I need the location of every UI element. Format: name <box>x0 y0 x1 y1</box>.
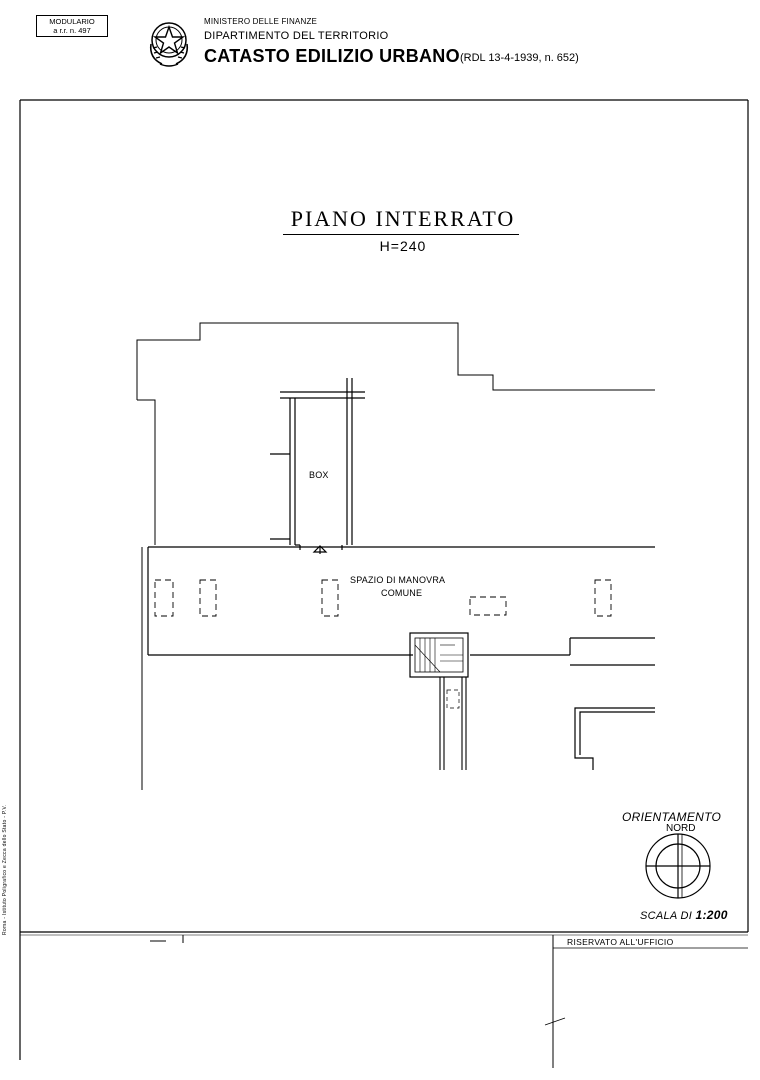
corridor <box>439 677 467 770</box>
box-label: BOX <box>309 470 329 480</box>
department-name: DIPARTIMENTO DEL TERRITORIO <box>204 30 389 42</box>
ministry-name: MINISTERO DELLE FINANZE <box>204 17 318 26</box>
lower-right-wall <box>574 707 655 770</box>
box-unit <box>270 378 365 554</box>
plan-height: H=240 <box>379 238 427 254</box>
manoeuvre-area <box>147 546 655 666</box>
scale-label: SCALA DI 1:200 <box>640 908 728 922</box>
printer-side-note: Roma - Istituto Poligrafico e Zecca dell… <box>2 804 8 935</box>
manoeuvre-space-label: SPAZIO DI MANOVRA <box>350 575 446 585</box>
common-label: COMUNE <box>381 588 423 598</box>
reserved-office-label: RISERVATO ALL'UFFICIO <box>567 937 674 947</box>
rdl-reference: (RDL 13-4-1939, n. 652) <box>460 52 579 64</box>
orientation-north: NORD <box>666 823 696 834</box>
parking-spaces <box>154 579 612 617</box>
orientation-title: ORIENTAMENTO <box>622 810 722 824</box>
title-underline <box>283 234 519 235</box>
scale-prefix: SCALA DI <box>640 910 693 922</box>
scale-value: 1:200 <box>695 908 728 922</box>
building-outline <box>136 322 655 790</box>
plan-title: PIANO INTERRATO <box>290 206 516 231</box>
north-compass-icon <box>645 833 711 899</box>
modulario-number: a r.r. n. 497 <box>53 26 91 35</box>
modulario-label: MODULARIO <box>49 17 95 26</box>
republic-emblem-icon <box>149 22 189 67</box>
modulario-box: MODULARIO a r.r. n. 497 <box>36 15 108 37</box>
sheet-frame <box>19 99 749 1068</box>
catasto-title: CATASTO EDILIZIO URBANO <box>204 46 460 66</box>
stair-block <box>409 632 469 678</box>
